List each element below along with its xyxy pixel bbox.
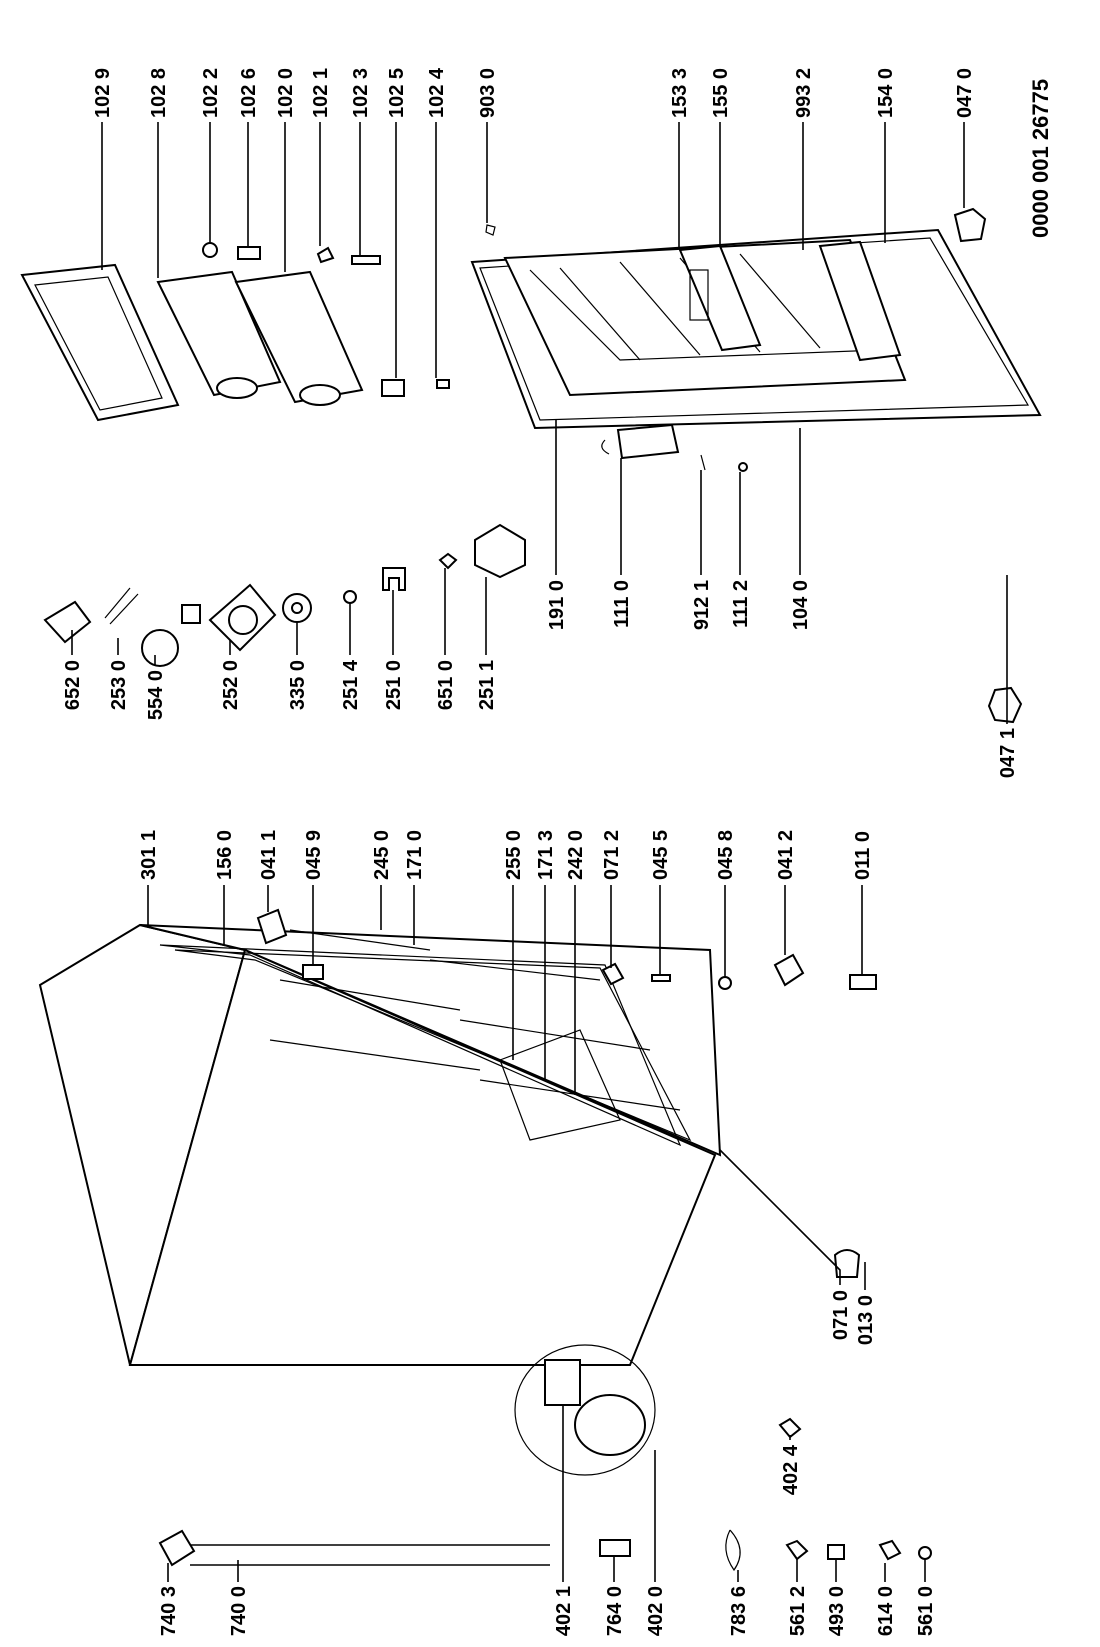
label-251-4: 251 4 <box>340 659 362 710</box>
label-071-2: 071 2 <box>601 830 623 880</box>
label-102-8: 102 8 <box>148 68 170 118</box>
label-903-0: 903 0 <box>477 68 499 118</box>
label-242-0: 242 0 <box>565 830 587 880</box>
label-041-2: 041 2 <box>775 830 797 880</box>
label-402-4: 402 4 <box>780 1444 802 1495</box>
label-102-1: 102 1 <box>310 68 332 118</box>
label-993-2: 993 2 <box>793 68 815 118</box>
freezer-drawers <box>20 263 364 422</box>
part-047-0 <box>953 207 987 243</box>
label-111-0: 111 0 <box>611 580 633 628</box>
document-number: 0000 001 26775 <box>1028 79 1053 238</box>
label-045-9: 045 9 <box>303 830 325 880</box>
label-402-0: 402 0 <box>645 1586 667 1636</box>
label-652-0: 652 0 <box>62 660 84 710</box>
part-903-0 <box>485 224 496 236</box>
label-740-0: 740 0 <box>228 1586 250 1636</box>
label-153-3: 153 3 <box>669 68 691 118</box>
part-652-0 <box>43 600 92 644</box>
label-013-0: 013 0 <box>855 1295 877 1345</box>
label-251-1: 251 1 <box>476 660 498 710</box>
label-561-2: 561 2 <box>787 1586 809 1636</box>
label-102-5: 102 5 <box>386 68 408 118</box>
part-554-0 <box>141 629 179 667</box>
label-740-3: 740 3 <box>158 1586 180 1636</box>
label-041-1: 041 1 <box>258 830 280 880</box>
label-011-0: 011 0 <box>852 831 874 880</box>
label-253-0: 253 0 <box>108 660 130 710</box>
label-493-0: 493 0 <box>826 1586 848 1636</box>
part-740-3 <box>158 1529 196 1567</box>
label-783-6: 783 6 <box>728 1586 750 1636</box>
label-554-0: 554 0 <box>145 670 167 720</box>
label-102-3: 102 3 <box>350 68 372 118</box>
door-part <box>470 228 1042 460</box>
part-041-1 <box>256 908 288 945</box>
label-245-0: 245 0 <box>371 830 393 880</box>
label-045-5: 045 5 <box>650 830 672 880</box>
label-104-0: 104 0 <box>790 580 812 630</box>
label-045-8: 045 8 <box>715 830 737 880</box>
label-402-1: 402 1 <box>553 1586 575 1636</box>
label-651-0: 651 0 <box>435 660 457 710</box>
label-102-0: 102 0 <box>275 68 297 118</box>
label-102-9: 102 9 <box>92 68 114 118</box>
label-912-1: 912 1 <box>691 580 713 630</box>
label-251-0: 251 0 <box>383 660 405 710</box>
label-191-0: 191 0 <box>546 580 568 630</box>
label-764-0: 764 0 <box>604 1586 626 1636</box>
label-047-1: 047 1 <box>997 728 1019 778</box>
label-071-0: 071 0 <box>830 1290 852 1340</box>
part-251-0 <box>382 567 406 591</box>
label-335-0: 335 0 <box>287 660 309 710</box>
part-251-1 <box>474 523 526 579</box>
label-156-0: 156 0 <box>214 830 236 880</box>
label-155-0: 155 0 <box>710 68 732 118</box>
label-255-0: 255 0 <box>503 830 525 880</box>
label-047-0: 047 0 <box>954 68 976 118</box>
label-252-0: 252 0 <box>220 660 242 710</box>
label-102-6: 102 6 <box>238 68 260 118</box>
label-614-0: 614 0 <box>875 1586 897 1636</box>
label-561-0: 561 0 <box>915 1586 937 1636</box>
part-013-0 <box>833 1249 861 1278</box>
label-154-0: 154 0 <box>875 68 897 118</box>
label-171-3: 171 3 <box>535 830 557 880</box>
label-111-2: 111 2 <box>730 580 752 628</box>
label-171-0: 171 0 <box>404 830 426 880</box>
cabinet-part <box>38 923 722 1566</box>
part-047-1 <box>987 686 1023 724</box>
label-301-1: 301 1 <box>138 830 160 880</box>
label-102-4: 102 4 <box>426 67 448 118</box>
label-102-2: 102 2 <box>200 68 222 118</box>
